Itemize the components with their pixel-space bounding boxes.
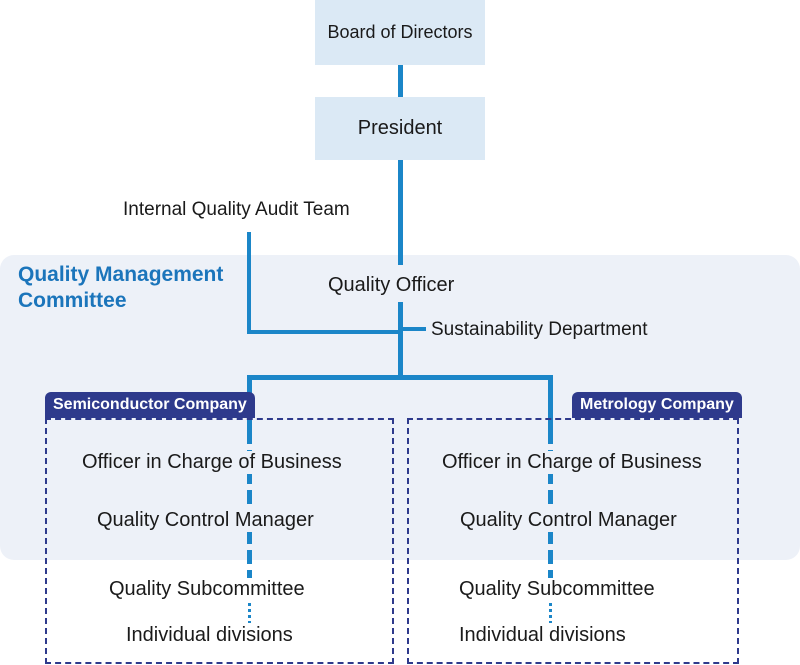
- board-box: Board of Directors: [315, 0, 485, 65]
- metrology-qc-manager: Quality Control Manager: [458, 509, 679, 532]
- committee-title-line1: Quality Management: [18, 263, 224, 286]
- trunk-upper: [398, 160, 403, 265]
- semiconductor-dashed-line: [247, 430, 252, 580]
- metrology-company-box: [407, 418, 739, 664]
- trunk-lower: [398, 302, 403, 378]
- quality-officer-label: Quality Officer: [328, 274, 455, 296]
- president-label: President: [357, 117, 443, 139]
- semiconductor-subcommittee: Quality Subcommittee: [107, 578, 307, 601]
- metrology-dotted-line: [549, 603, 552, 623]
- metrology-tag: Metrology Company: [572, 392, 742, 418]
- metrology-subcommittee: Quality Subcommittee: [457, 578, 657, 601]
- committee-title-line2: Committee: [18, 289, 127, 312]
- president-box: President: [315, 97, 485, 160]
- semiconductor-dotted-line: [248, 603, 251, 623]
- semiconductor-divisions: Individual divisions: [124, 624, 295, 647]
- metrology-dashed-line: [548, 430, 553, 580]
- committee-title: Quality Management Committee: [18, 262, 223, 314]
- semiconductor-qc-manager: Quality Control Manager: [95, 509, 316, 532]
- metrology-officer: Officer in Charge of Business: [440, 451, 704, 474]
- branch-right: [548, 375, 553, 430]
- sustainability-label: Sustainability Department: [431, 319, 648, 340]
- metrology-divisions: Individual divisions: [457, 624, 628, 647]
- board-label: Board of Directors: [327, 22, 473, 42]
- connector-board-president: [398, 65, 403, 97]
- branch-horizontal: [247, 375, 553, 380]
- audit-connector-vertical: [247, 232, 251, 334]
- internal-audit-label: Internal Quality Audit Team: [123, 199, 350, 220]
- semiconductor-tag: Semiconductor Company: [45, 392, 255, 418]
- sustainability-connector: [400, 327, 426, 331]
- audit-connector-horizontal: [247, 330, 402, 334]
- semiconductor-company-box: [45, 418, 394, 664]
- semiconductor-officer: Officer in Charge of Business: [80, 451, 344, 474]
